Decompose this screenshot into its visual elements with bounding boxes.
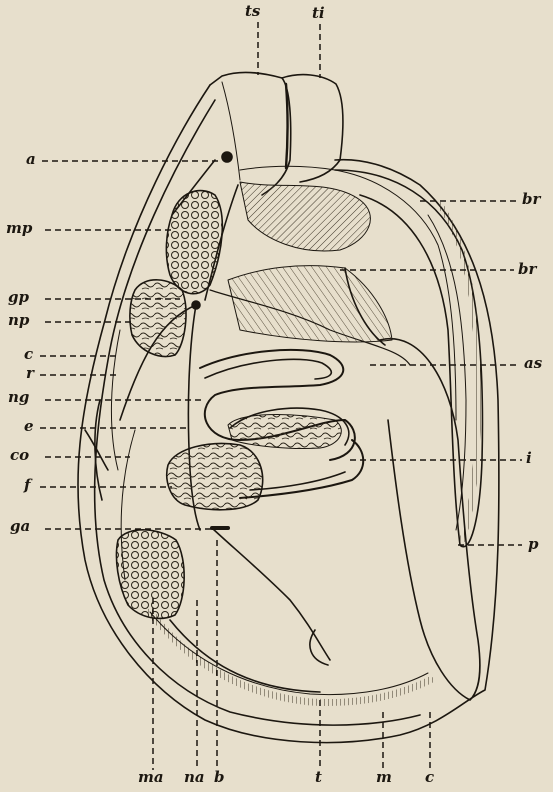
label-ti: ti [312,6,325,21]
gland-ga [116,530,184,619]
label-ga: ga [10,519,30,534]
gland-mp [166,191,222,294]
label-c-left: c [24,347,33,362]
label-ma: ma [138,770,164,785]
label-a: a [26,152,36,167]
label-c-bottom: c [425,770,434,785]
stomach-f [167,444,263,510]
label-gp: gp [8,290,29,305]
label-br-upper: br [522,192,540,207]
gill-lower [228,266,392,342]
point-a [222,152,232,162]
label-ng: ng [8,390,29,405]
label-b: b [214,770,225,785]
organ-gp [130,280,186,357]
label-m: m [376,770,392,785]
label-t: t [315,770,322,785]
label-r: r [26,366,34,381]
label-co: co [10,448,29,463]
label-p: p [528,537,539,552]
label-i: i [526,451,532,466]
shell-outline [78,85,499,743]
label-na: na [184,770,205,785]
stomach-e [228,415,341,449]
label-ts: ts [245,4,260,19]
label-e: e [24,419,34,434]
siphon-ts [210,72,291,195]
label-f: f [24,478,30,493]
gill-upper [240,182,370,251]
label-as: as [524,356,542,371]
label-mp: mp [6,221,32,236]
label-br-lower: br [518,262,536,277]
label-np: np [8,313,29,328]
